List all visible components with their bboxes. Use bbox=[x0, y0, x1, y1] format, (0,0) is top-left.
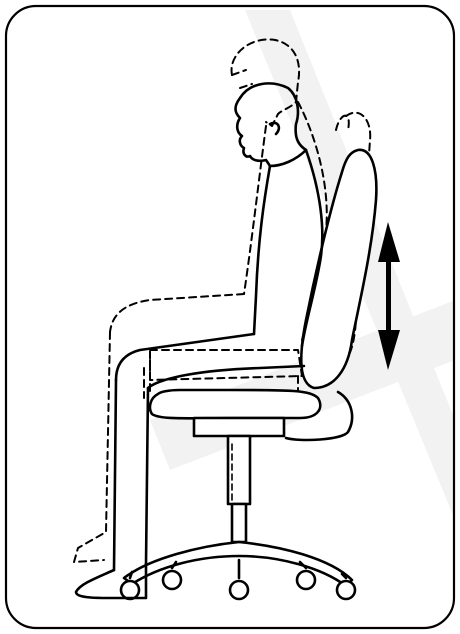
person-front bbox=[254, 166, 270, 334]
chair-mechanism bbox=[194, 418, 284, 436]
office-chair bbox=[121, 150, 376, 599]
background-watermark bbox=[150, 10, 455, 520]
chair-seat bbox=[150, 390, 320, 418]
person-lower-leg bbox=[114, 380, 116, 570]
chair-gas-lift-lower bbox=[232, 504, 246, 542]
person-thigh bbox=[116, 334, 254, 380]
person-silhouette bbox=[76, 83, 322, 598]
